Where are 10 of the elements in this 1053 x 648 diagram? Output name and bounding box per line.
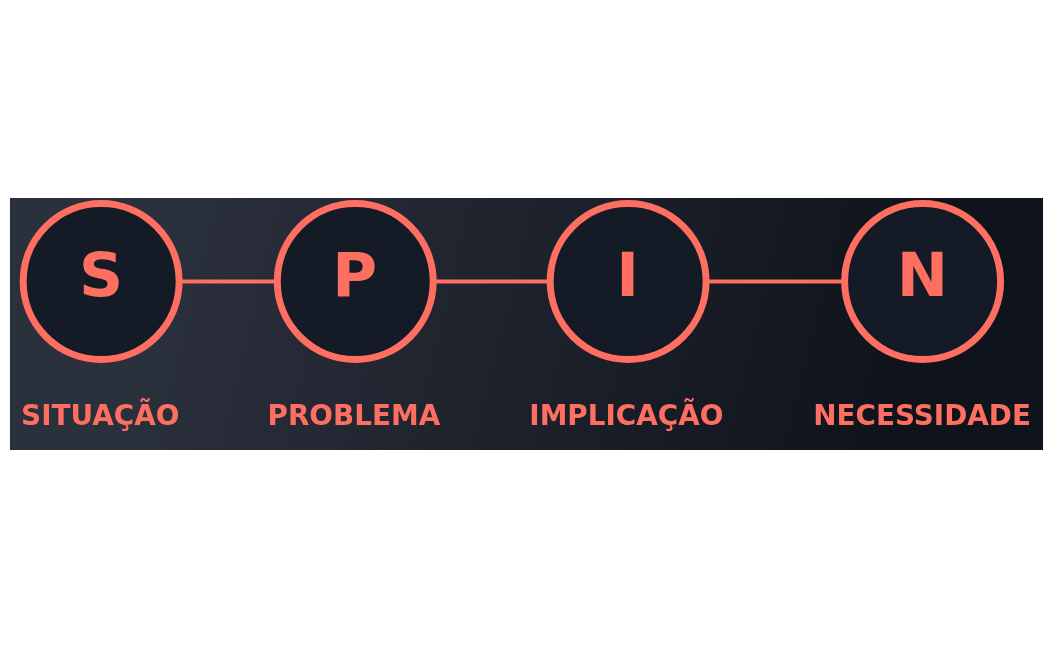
node-circle: I [546, 200, 710, 363]
node-circle: N [841, 200, 1005, 363]
node-label: NECESSIDADE [813, 398, 1031, 432]
node-circle: S [19, 200, 183, 363]
connector [433, 279, 550, 284]
node-circle: P [273, 200, 437, 363]
connector [706, 279, 845, 284]
node-label: PROBLEMA [267, 398, 441, 432]
node-label: IMPLICAÇÃO [529, 398, 724, 432]
node-label: SITUAÇÃO [21, 398, 180, 432]
